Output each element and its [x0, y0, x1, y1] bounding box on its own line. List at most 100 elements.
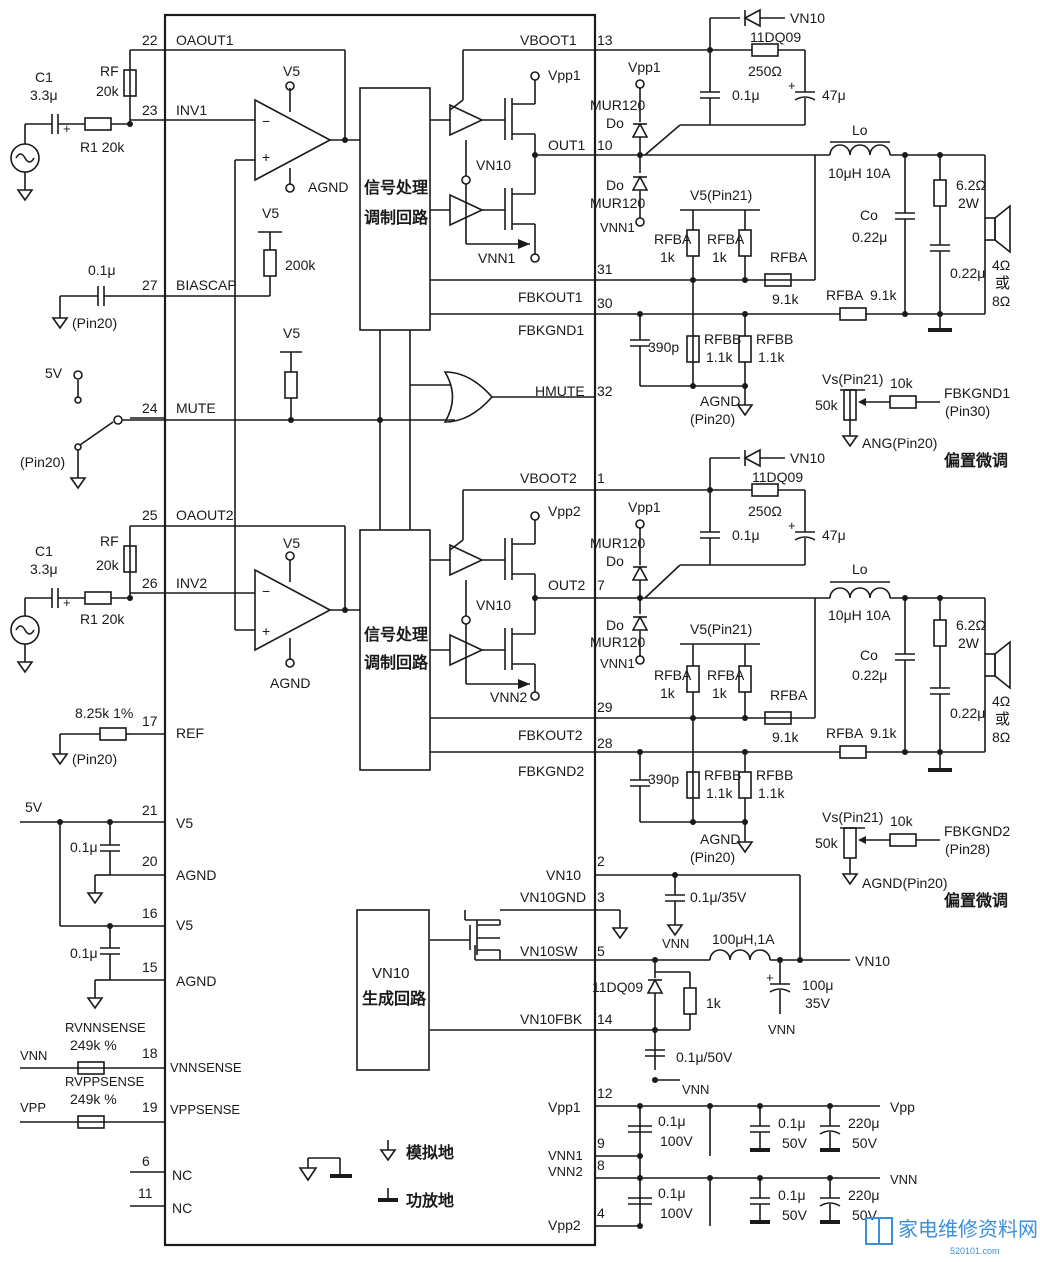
- speaker-label: 4Ω: [992, 693, 1010, 709]
- v-label: 100V: [660, 1133, 693, 1149]
- pin-name: Vpp2: [548, 1217, 581, 1233]
- pin-num: 16: [142, 905, 158, 921]
- r1-label: R1 20k: [80, 611, 125, 627]
- v5-label: V5: [283, 325, 300, 341]
- c-label: 0.1μ: [658, 1185, 686, 1201]
- c-label: 0.1μ: [732, 527, 760, 543]
- ground-legend: 模拟地 功放地: [298, 1140, 454, 1210]
- c1-label: C1: [35, 69, 53, 85]
- pin28-label: (Pin28): [945, 841, 990, 857]
- pin30-label: (Pin30): [945, 403, 990, 419]
- pin-num: 5: [597, 943, 605, 959]
- vnn-label: VNN1: [600, 220, 635, 235]
- pin-num: 6: [142, 1153, 150, 1169]
- vn10-block: [356, 909, 430, 1071]
- vnn-label: VNN1: [478, 250, 516, 266]
- pin-num: 23: [142, 102, 158, 118]
- pin-name: FBKGND2: [518, 763, 584, 779]
- biascap-network: V5 200k 0.1μ (Pin20): [51, 205, 316, 331]
- pin-name: Vpp1: [548, 1099, 581, 1115]
- c-label: 0.1μ: [778, 1115, 806, 1131]
- pin-name: AGND: [176, 973, 216, 989]
- pin-name: OUT1: [548, 137, 586, 153]
- pin-name: NC: [172, 1167, 192, 1183]
- r91k-label: 9.1k: [772, 729, 799, 745]
- r1-label: R1 20k: [80, 139, 125, 155]
- plus-sign: +: [262, 149, 270, 165]
- pin-name: V5: [176, 815, 193, 831]
- pin-num: 1: [597, 470, 605, 486]
- c47-label: 47μ: [822, 527, 846, 543]
- c022-label: 0.22μ: [950, 705, 985, 721]
- agnd-label: AGND: [308, 179, 348, 195]
- pin20-label: (Pin20): [690, 411, 735, 427]
- mur120-label: MUR120: [590, 634, 645, 650]
- rfbb-label: RFBB: [704, 331, 741, 347]
- pin-name: VPPSENSE: [170, 1102, 240, 1117]
- vn10-label: VN10: [476, 157, 511, 173]
- rfba-label: RFBA: [826, 725, 864, 741]
- vn10-label: VN10: [790, 450, 825, 466]
- r250-label: 250Ω: [748, 63, 782, 79]
- pin-name: V5: [176, 917, 193, 933]
- speaker-label: 8Ω: [992, 729, 1010, 745]
- sense-resistors: RVNNSENSE 249k % VNN RVPPSENSE 249k % VP…: [20, 1020, 146, 1129]
- rfba-label: RFBA: [707, 667, 745, 683]
- rfba-label: RFBA: [770, 249, 808, 265]
- diode-label: 11DQ09: [750, 29, 801, 45]
- fbkgnd1-label: FBKGND1: [944, 385, 1010, 401]
- pin-name: VN10GND: [520, 889, 586, 905]
- pin-num: 9: [597, 1135, 605, 1151]
- output-stage-1: Vpp1 VNN1 VN10: [430, 49, 595, 266]
- r249-label: 249k %: [70, 1091, 117, 1107]
- r200k-label: 200k: [285, 257, 316, 273]
- diode-label: 11DQ09: [592, 979, 643, 995]
- pin-num: 7: [597, 577, 605, 593]
- pin-num: 32: [597, 383, 613, 399]
- pin-num: 11: [138, 1185, 153, 1201]
- r1k-label: 1k: [712, 249, 728, 265]
- rfba-label: RFBA: [770, 687, 808, 703]
- lo-label: Lo: [852, 122, 868, 138]
- signal-block-1-line2: 调制回路: [364, 208, 429, 227]
- v-label: 100V: [660, 1205, 693, 1221]
- diode-label: 11DQ09: [752, 469, 803, 485]
- rfbb-label: RFBB: [756, 767, 793, 783]
- pin-name: INV2: [176, 575, 207, 591]
- pin-name: FBKOUT1: [518, 289, 583, 305]
- opamp-1: − + V5 AGND: [254, 63, 348, 195]
- vn10-label: VN10: [855, 953, 890, 969]
- r10k-label: 10k: [890, 813, 914, 829]
- c-label: 0.1μ: [732, 87, 760, 103]
- c100-label: 100μ: [802, 977, 833, 993]
- w2-label: 2W: [958, 195, 980, 211]
- r1k-label: 1k: [660, 685, 676, 701]
- minus-sign: −: [262, 113, 270, 129]
- pin-num: 19: [142, 1099, 158, 1115]
- speaker-label: 或: [995, 274, 1010, 292]
- signal-block-2: [359, 529, 431, 771]
- c-label: 0.1μ: [88, 262, 116, 278]
- pin-num: 8: [597, 1157, 605, 1173]
- left-pins: 22 OAOUT1 23 INV1 27 BIASCAP 24 MUTE 25 …: [138, 32, 242, 1216]
- rf-label: RF: [100, 63, 119, 79]
- mute-network: 5V (Pin20): [20, 365, 165, 490]
- v5-label: V5: [283, 63, 300, 79]
- vnn-label: VNN: [682, 1082, 709, 1097]
- r1k-label: 1k: [706, 995, 722, 1011]
- pin-num: 21: [142, 802, 158, 818]
- pin-num: 25: [142, 507, 158, 523]
- pin20-label: (Pin20): [72, 751, 117, 767]
- do-label: Do: [606, 617, 624, 633]
- mur120-label: MUR120: [590, 97, 645, 113]
- c390-label: 390p: [648, 771, 679, 787]
- ext-output-2: VN10 11DQ09 250Ω 0.1μ 47μ + Vpp1 MUR120 …: [590, 448, 1011, 910]
- opamp-2: − + V5 AGND: [254, 535, 332, 691]
- input-network-2: C1 3.3μ RF 20k R1 20k +: [10, 526, 137, 674]
- c-label: 0.1μ: [658, 1113, 686, 1129]
- c-label: 0.1μ: [70, 839, 98, 855]
- vnn-label: VNN: [768, 1022, 795, 1037]
- vpp-label: Vpp: [890, 1099, 915, 1115]
- plus-sign: +: [788, 518, 796, 533]
